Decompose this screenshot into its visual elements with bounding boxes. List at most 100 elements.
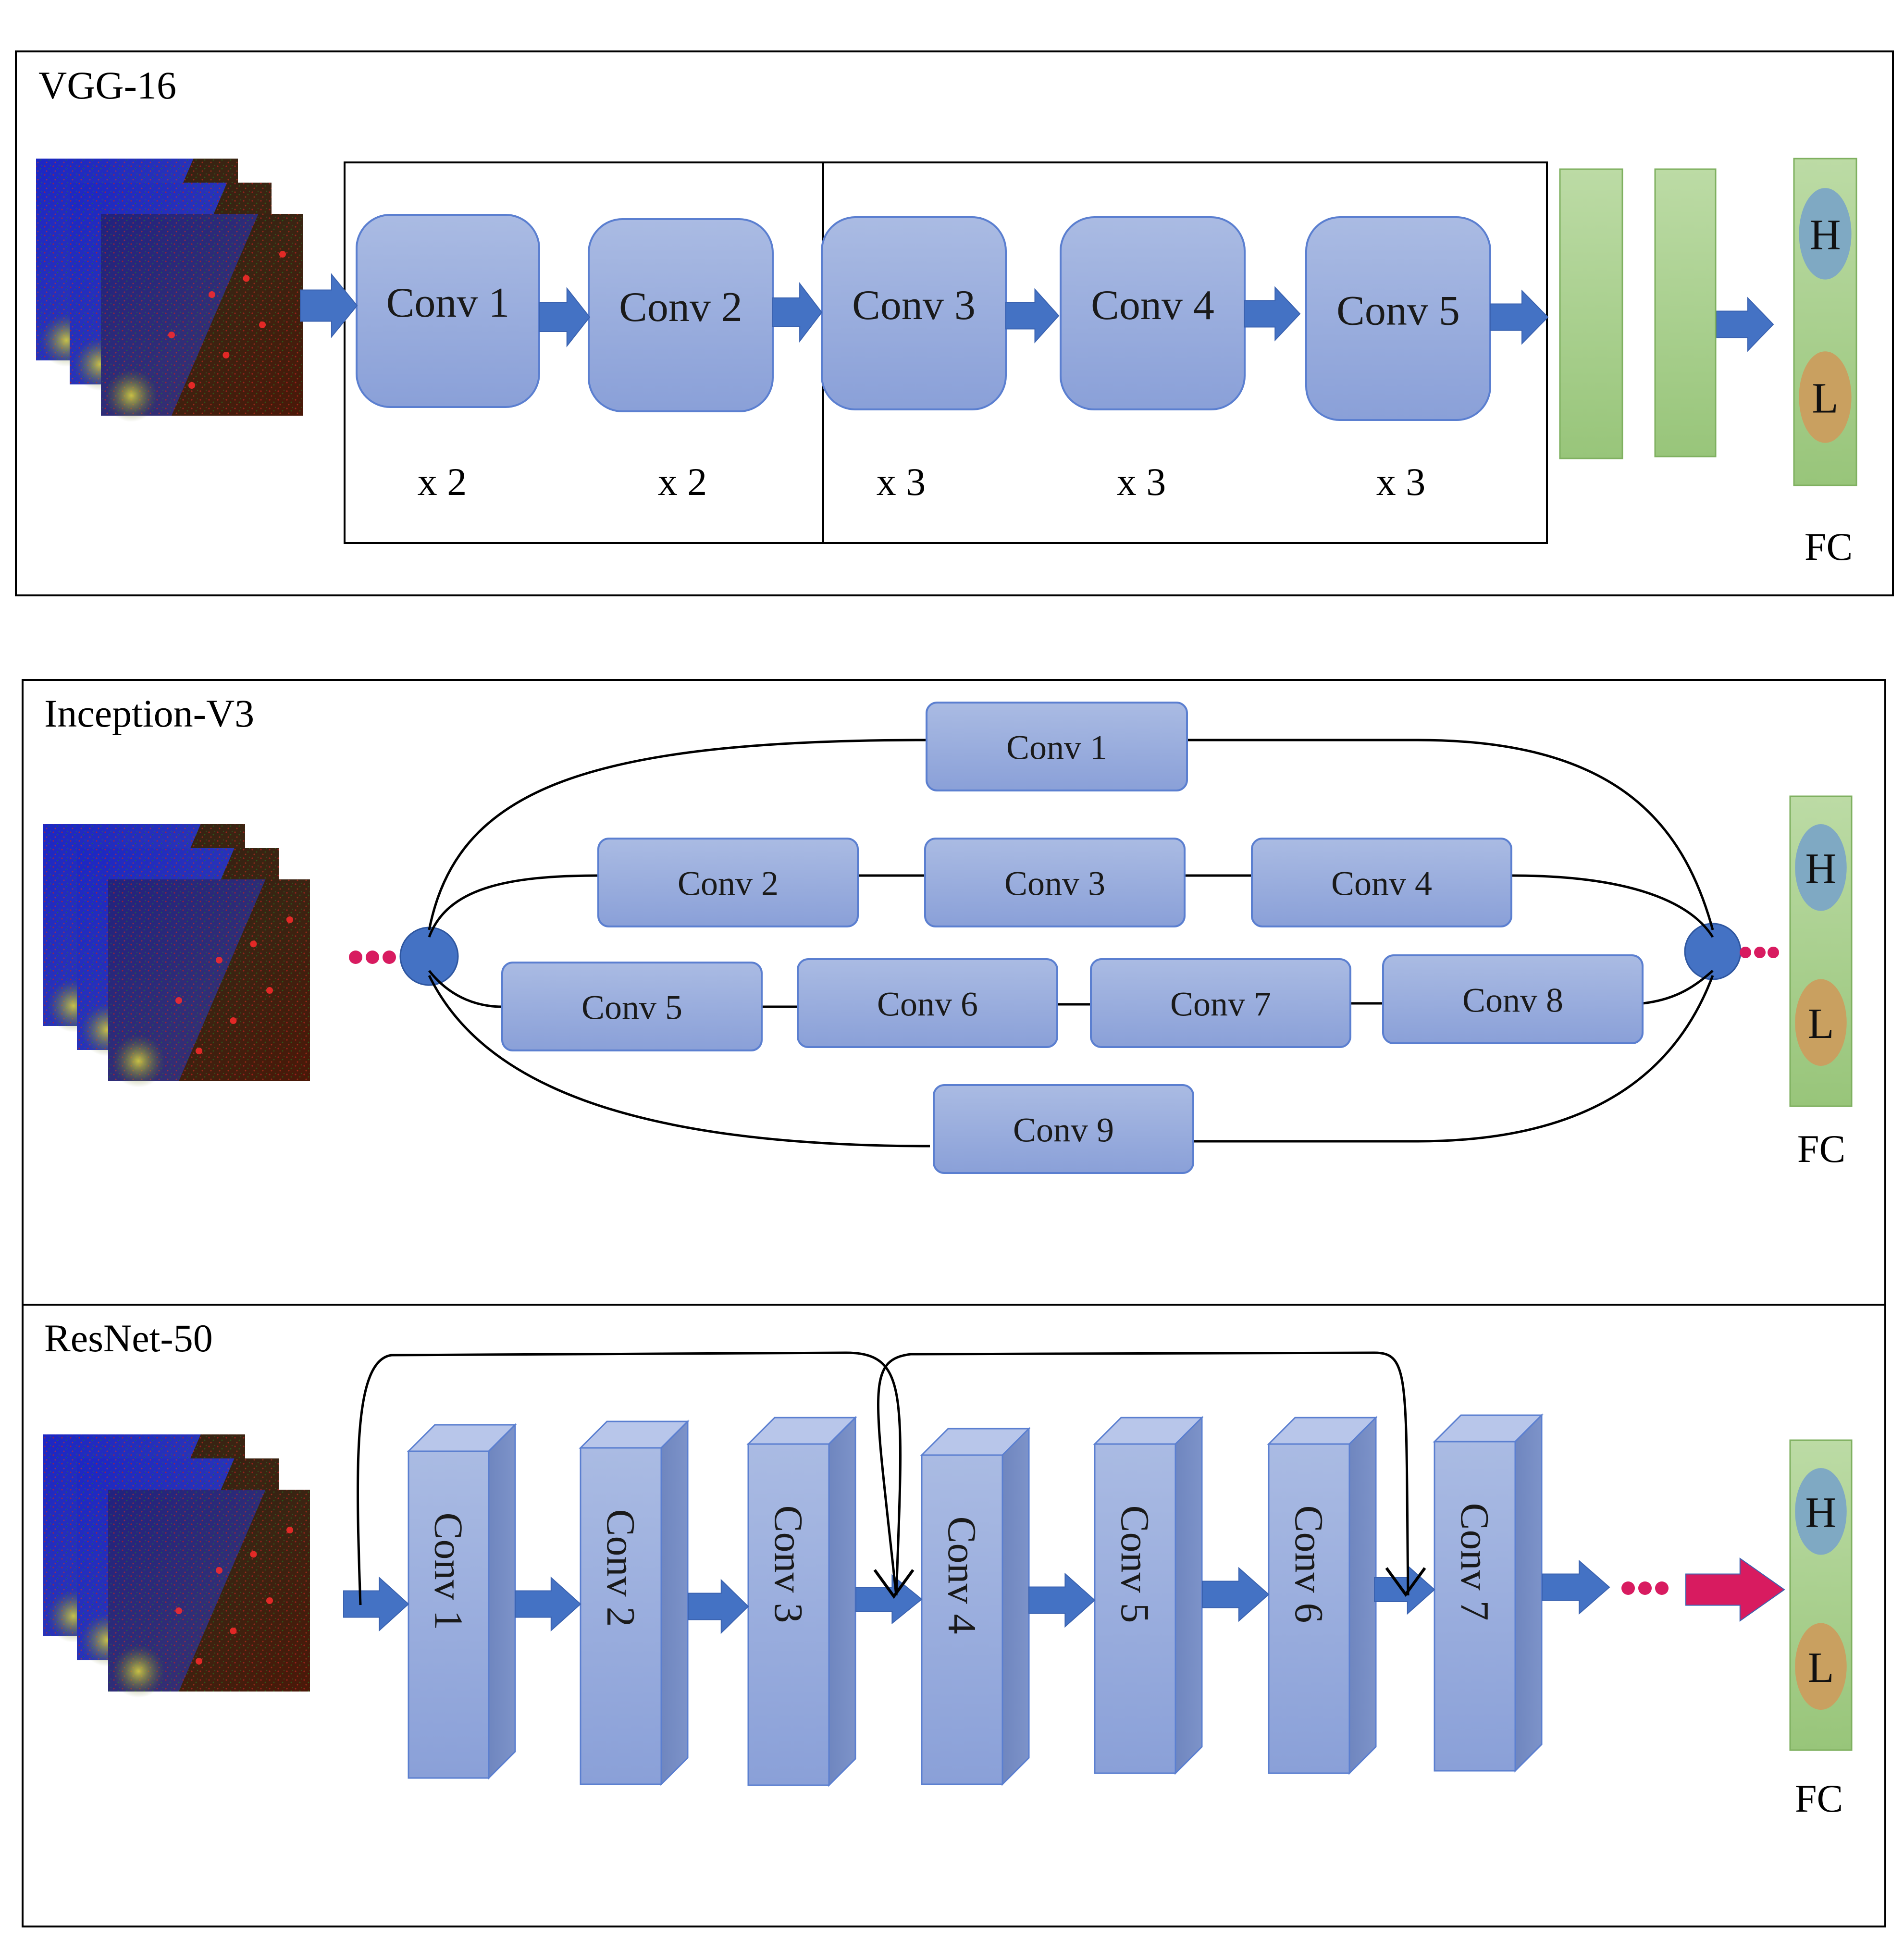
vgg16-repeat-label: x 3 bbox=[1117, 460, 1166, 504]
inception-conv-label: Conv 2 bbox=[678, 864, 779, 903]
vgg-l-node bbox=[1799, 351, 1852, 443]
resnet-h-node bbox=[1795, 1468, 1847, 1555]
resnet-conv-label: Conv 1 bbox=[426, 1512, 471, 1630]
resnet-arrow bbox=[1028, 1572, 1096, 1628]
vgg16-block-group-border bbox=[344, 161, 1548, 544]
inception-branch-line bbox=[428, 970, 503, 1008]
ellipsis-dot bbox=[1621, 1581, 1635, 1595]
ellipsis-dot bbox=[349, 951, 362, 964]
resnet-output-layer: HL bbox=[1789, 1439, 1853, 1751]
ellipsis-dot bbox=[366, 951, 379, 964]
resnet-panel-border bbox=[22, 1304, 1886, 1927]
vgg16-conv-label: Conv 5 bbox=[1336, 288, 1460, 334]
resnet-conv-block-5: Conv 5 bbox=[1093, 1416, 1204, 1775]
inception-conv-block-2 bbox=[597, 838, 859, 927]
vgg16-conv-label: Conv 1 bbox=[386, 280, 510, 326]
vgg16-panel-border bbox=[15, 50, 1894, 596]
resnet-conv-block-7: Conv 7 bbox=[1433, 1413, 1544, 1773]
resnet-fc-label: FC bbox=[1795, 1777, 1843, 1820]
resnet-skip-connection bbox=[357, 1351, 902, 1605]
vgg16-conv-label: Conv 2 bbox=[619, 284, 742, 331]
inception-output-layer: HL bbox=[1789, 795, 1853, 1107]
resnet-conv-block-2: Conv 2 bbox=[579, 1420, 690, 1786]
vgg16-repeat-label: x 2 bbox=[658, 460, 707, 504]
vgg16-arrow bbox=[1490, 289, 1549, 345]
resnet-skip-connections bbox=[357, 1351, 1426, 1605]
ellipsis-dot bbox=[1754, 947, 1766, 958]
resnet-panel: ResNet-50 Conv 1 Conv 2 Conv 3 Conv 4 Conv 5… bbox=[22, 1304, 1886, 1927]
resnet-arrow bbox=[1374, 1564, 1435, 1615]
resnet-conv-label: Conv 3 bbox=[766, 1505, 811, 1623]
inception-branch-line bbox=[428, 739, 927, 930]
vgg16-arrow bbox=[1244, 286, 1301, 342]
vgg-l-label: L bbox=[1812, 374, 1839, 422]
resnet-arrow bbox=[688, 1579, 749, 1634]
inception-conv-label: Conv 8 bbox=[1462, 981, 1563, 1020]
vgg16-fc-label: FC bbox=[1805, 525, 1853, 568]
vgg16-repeat-label: x 3 bbox=[877, 460, 926, 504]
resnet-arrow bbox=[343, 1576, 409, 1632]
microscopy-image-stack-icon bbox=[43, 1434, 310, 1698]
resnet-arrow bbox=[515, 1576, 581, 1632]
inception-branch-line bbox=[428, 975, 930, 1148]
vgg16-arrow bbox=[300, 273, 358, 338]
inception-conv-block-8 bbox=[1382, 954, 1644, 1044]
resnet-conv-label: Conv 5 bbox=[1113, 1505, 1157, 1623]
resnet-conv-block-6: Conv 6 bbox=[1267, 1416, 1378, 1775]
resnet-arrow bbox=[855, 1574, 923, 1625]
inception-branch-line bbox=[1187, 739, 1714, 930]
vgg16-title: VGG-16 bbox=[38, 63, 176, 107]
inception-conv-label: Conv 3 bbox=[1004, 864, 1105, 903]
inception-conv-label: Conv 5 bbox=[581, 988, 682, 1027]
ellipsis-dot bbox=[1655, 1581, 1669, 1595]
inception-conv-block-7 bbox=[1090, 958, 1351, 1048]
resnet-output-arrow bbox=[1685, 1557, 1785, 1622]
vgg-h-label: H bbox=[1810, 211, 1841, 259]
inception-conv-label: Conv 9 bbox=[1013, 1111, 1114, 1149]
inception-conv-block-4 bbox=[1251, 838, 1512, 927]
inception-conv-block-6 bbox=[797, 958, 1058, 1048]
vgg16-output-layer: HL bbox=[1793, 158, 1857, 486]
vgg16-repeat-label: x 3 bbox=[1376, 460, 1426, 504]
inception-branch-line bbox=[1511, 874, 1714, 938]
vgg16-arrow bbox=[539, 287, 591, 347]
vgg16-conv-label: Conv 3 bbox=[852, 282, 976, 329]
inception-h-label: H bbox=[1805, 845, 1837, 892]
vgg-h-node bbox=[1799, 188, 1852, 280]
inception-title: Inception-V3 bbox=[44, 691, 254, 735]
vgg16-arrow bbox=[772, 282, 823, 343]
inception-conv-label: Conv 4 bbox=[1331, 864, 1432, 903]
vgg16-arrow bbox=[1005, 288, 1060, 344]
resnet-conv-label: Conv 2 bbox=[598, 1509, 643, 1627]
resnet-arrow bbox=[1202, 1567, 1270, 1622]
vgg16-repeat-label: x 2 bbox=[418, 460, 467, 504]
inception-l-node bbox=[1795, 979, 1847, 1066]
inception-conv-block-3 bbox=[924, 838, 1186, 927]
inception-branch-line bbox=[428, 874, 599, 938]
vgg16-arrow bbox=[1716, 296, 1774, 352]
resnet-title: ResNet-50 bbox=[44, 1316, 213, 1360]
inception-h-node bbox=[1795, 824, 1847, 911]
inception-conv-block-1 bbox=[926, 702, 1188, 791]
inception-conv-block-5 bbox=[501, 962, 763, 1051]
inception-branch-line bbox=[1642, 970, 1714, 1005]
skip-arrowhead bbox=[1385, 1567, 1426, 1597]
resnet-conv-label: Conv 7 bbox=[1452, 1503, 1497, 1620]
ellipsis-dot bbox=[383, 951, 396, 964]
inception-conv-label: Conv 7 bbox=[1170, 985, 1271, 1024]
resnet-conv-block-4: Conv 4 bbox=[920, 1427, 1031, 1786]
resnet-arrow bbox=[1542, 1559, 1610, 1615]
inception-fc-label: FC bbox=[1797, 1127, 1845, 1171]
resnet-skip-connection bbox=[877, 1351, 1409, 1596]
inception-branch-lines bbox=[349, 739, 1779, 1148]
microscopy-image-stack-icon bbox=[36, 159, 303, 422]
inception-branch-line bbox=[1193, 975, 1714, 1143]
vgg16-fc-layer-2 bbox=[1654, 168, 1717, 457]
inception-conv-label: Conv 6 bbox=[877, 985, 978, 1024]
ellipsis-dot bbox=[1638, 1581, 1652, 1595]
microscopy-image-stack-icon bbox=[43, 824, 310, 1087]
resnet-l-label: L bbox=[1808, 1644, 1834, 1692]
